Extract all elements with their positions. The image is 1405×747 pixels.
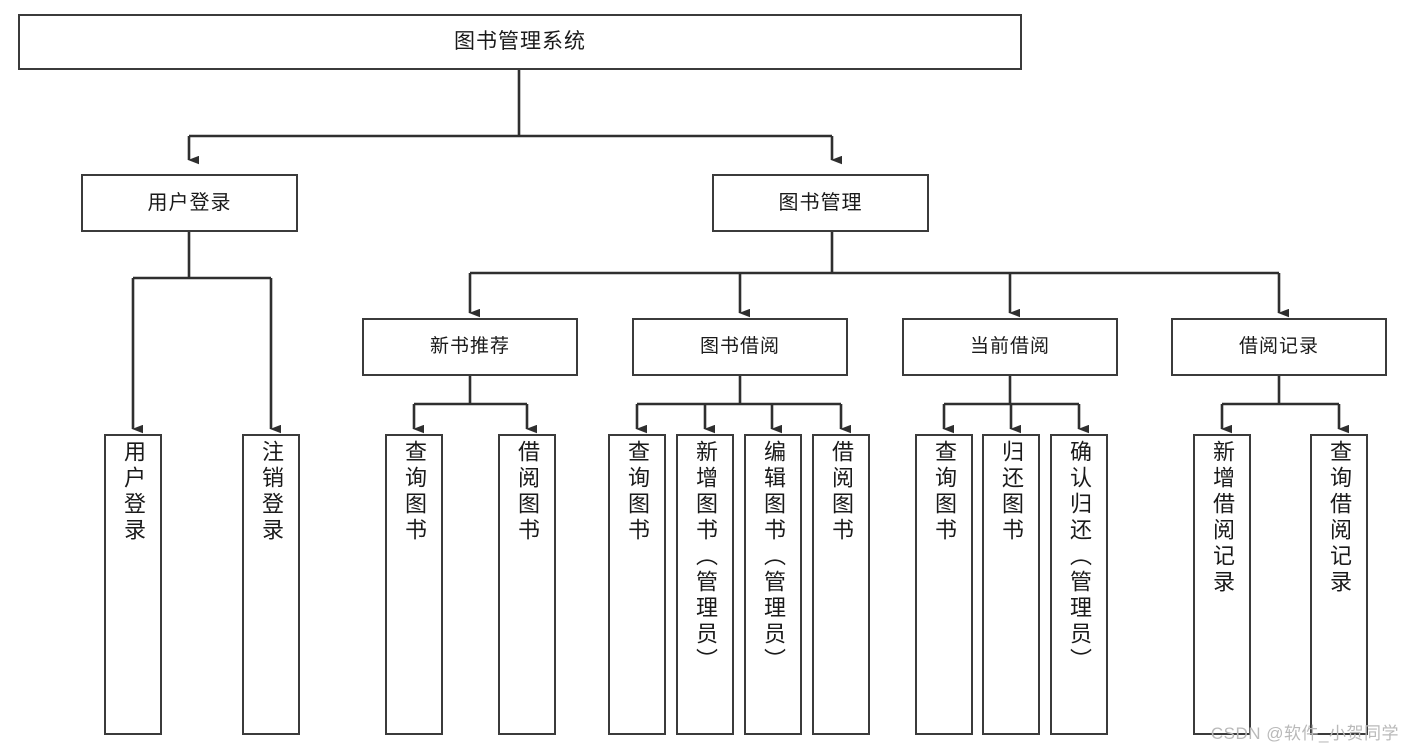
watermark: CSDN @软件_小贺同学 (1210, 724, 1399, 743)
leaf-return-book[interactable]: 归还图书 (982, 434, 1040, 735)
node-label: 当前借阅 (969, 336, 1050, 358)
leaf-query-book-recommend[interactable]: 查询图书 (385, 434, 443, 735)
leaf-add-borrow-record[interactable]: 新增借阅记录 (1193, 434, 1251, 735)
node-new-book-recommend[interactable]: 新书推荐 (362, 318, 578, 376)
leaf-add-book-admin[interactable]: 新增图书（管理员） (676, 434, 734, 735)
leaf-user-login[interactable]: 用户登录 (104, 434, 162, 735)
node-book-management[interactable]: 图书管理 (712, 174, 929, 232)
node-label: 新增图书（管理员） (693, 440, 718, 674)
node-label: 用户登录 (121, 440, 146, 544)
node-label: 新书推荐 (429, 336, 510, 358)
leaf-confirm-return-admin[interactable]: 确认归还（管理员） (1050, 434, 1108, 735)
node-root-book-management-system[interactable]: 图书管理系统 (18, 14, 1022, 70)
leaf-borrow-book-recommend[interactable]: 借阅图书 (498, 434, 556, 735)
node-book-borrow[interactable]: 图书借阅 (632, 318, 848, 376)
leaf-query-book-current[interactable]: 查询图书 (915, 434, 973, 735)
node-label: 注销登录 (259, 440, 284, 544)
node-label: 借阅图书 (515, 440, 540, 544)
node-label: 用户登录 (147, 191, 232, 214)
node-label: 图书借阅 (699, 336, 780, 358)
node-label: 图书管理 (778, 191, 863, 214)
leaf-borrow-book[interactable]: 借阅图书 (812, 434, 870, 735)
leaf-edit-book-admin[interactable]: 编辑图书（管理员） (744, 434, 802, 735)
node-user-login[interactable]: 用户登录 (81, 174, 298, 232)
node-current-borrow[interactable]: 当前借阅 (902, 318, 1118, 376)
node-label: 查询图书 (932, 440, 957, 544)
node-label: 查询借阅记录 (1327, 440, 1352, 596)
node-label: 归还图书 (999, 440, 1024, 544)
leaf-query-book-borrow[interactable]: 查询图书 (608, 434, 666, 735)
node-label: 借阅记录 (1238, 336, 1319, 358)
node-label: 图书管理系统 (454, 29, 586, 53)
node-label: 借阅图书 (829, 440, 854, 544)
node-label: 确认归还（管理员） (1067, 440, 1092, 674)
leaf-query-borrow-record[interactable]: 查询借阅记录 (1310, 434, 1368, 735)
node-borrow-record[interactable]: 借阅记录 (1171, 318, 1387, 376)
node-label: 查询图书 (625, 440, 650, 544)
node-label: 编辑图书（管理员） (761, 440, 786, 674)
node-label: 查询图书 (402, 440, 427, 544)
leaf-logout-login[interactable]: 注销登录 (242, 434, 300, 735)
node-label: 新增借阅记录 (1210, 440, 1235, 596)
